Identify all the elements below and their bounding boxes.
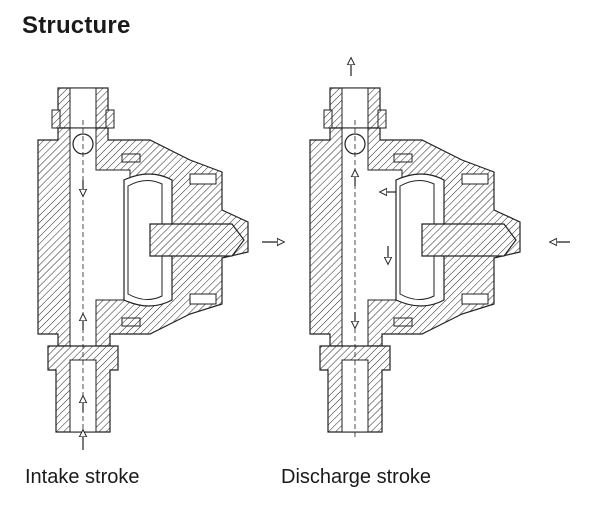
flow-arrows-intake <box>83 180 282 450</box>
caption-intake-stroke: Intake stroke <box>25 466 140 488</box>
intake-stroke-diagram <box>37 87 282 450</box>
flow-arrows-discharge <box>351 60 570 326</box>
page-title: Structure <box>22 12 131 39</box>
discharge-stroke-diagram <box>309 60 570 441</box>
caption-discharge-stroke: Discharge stroke <box>281 466 432 488</box>
